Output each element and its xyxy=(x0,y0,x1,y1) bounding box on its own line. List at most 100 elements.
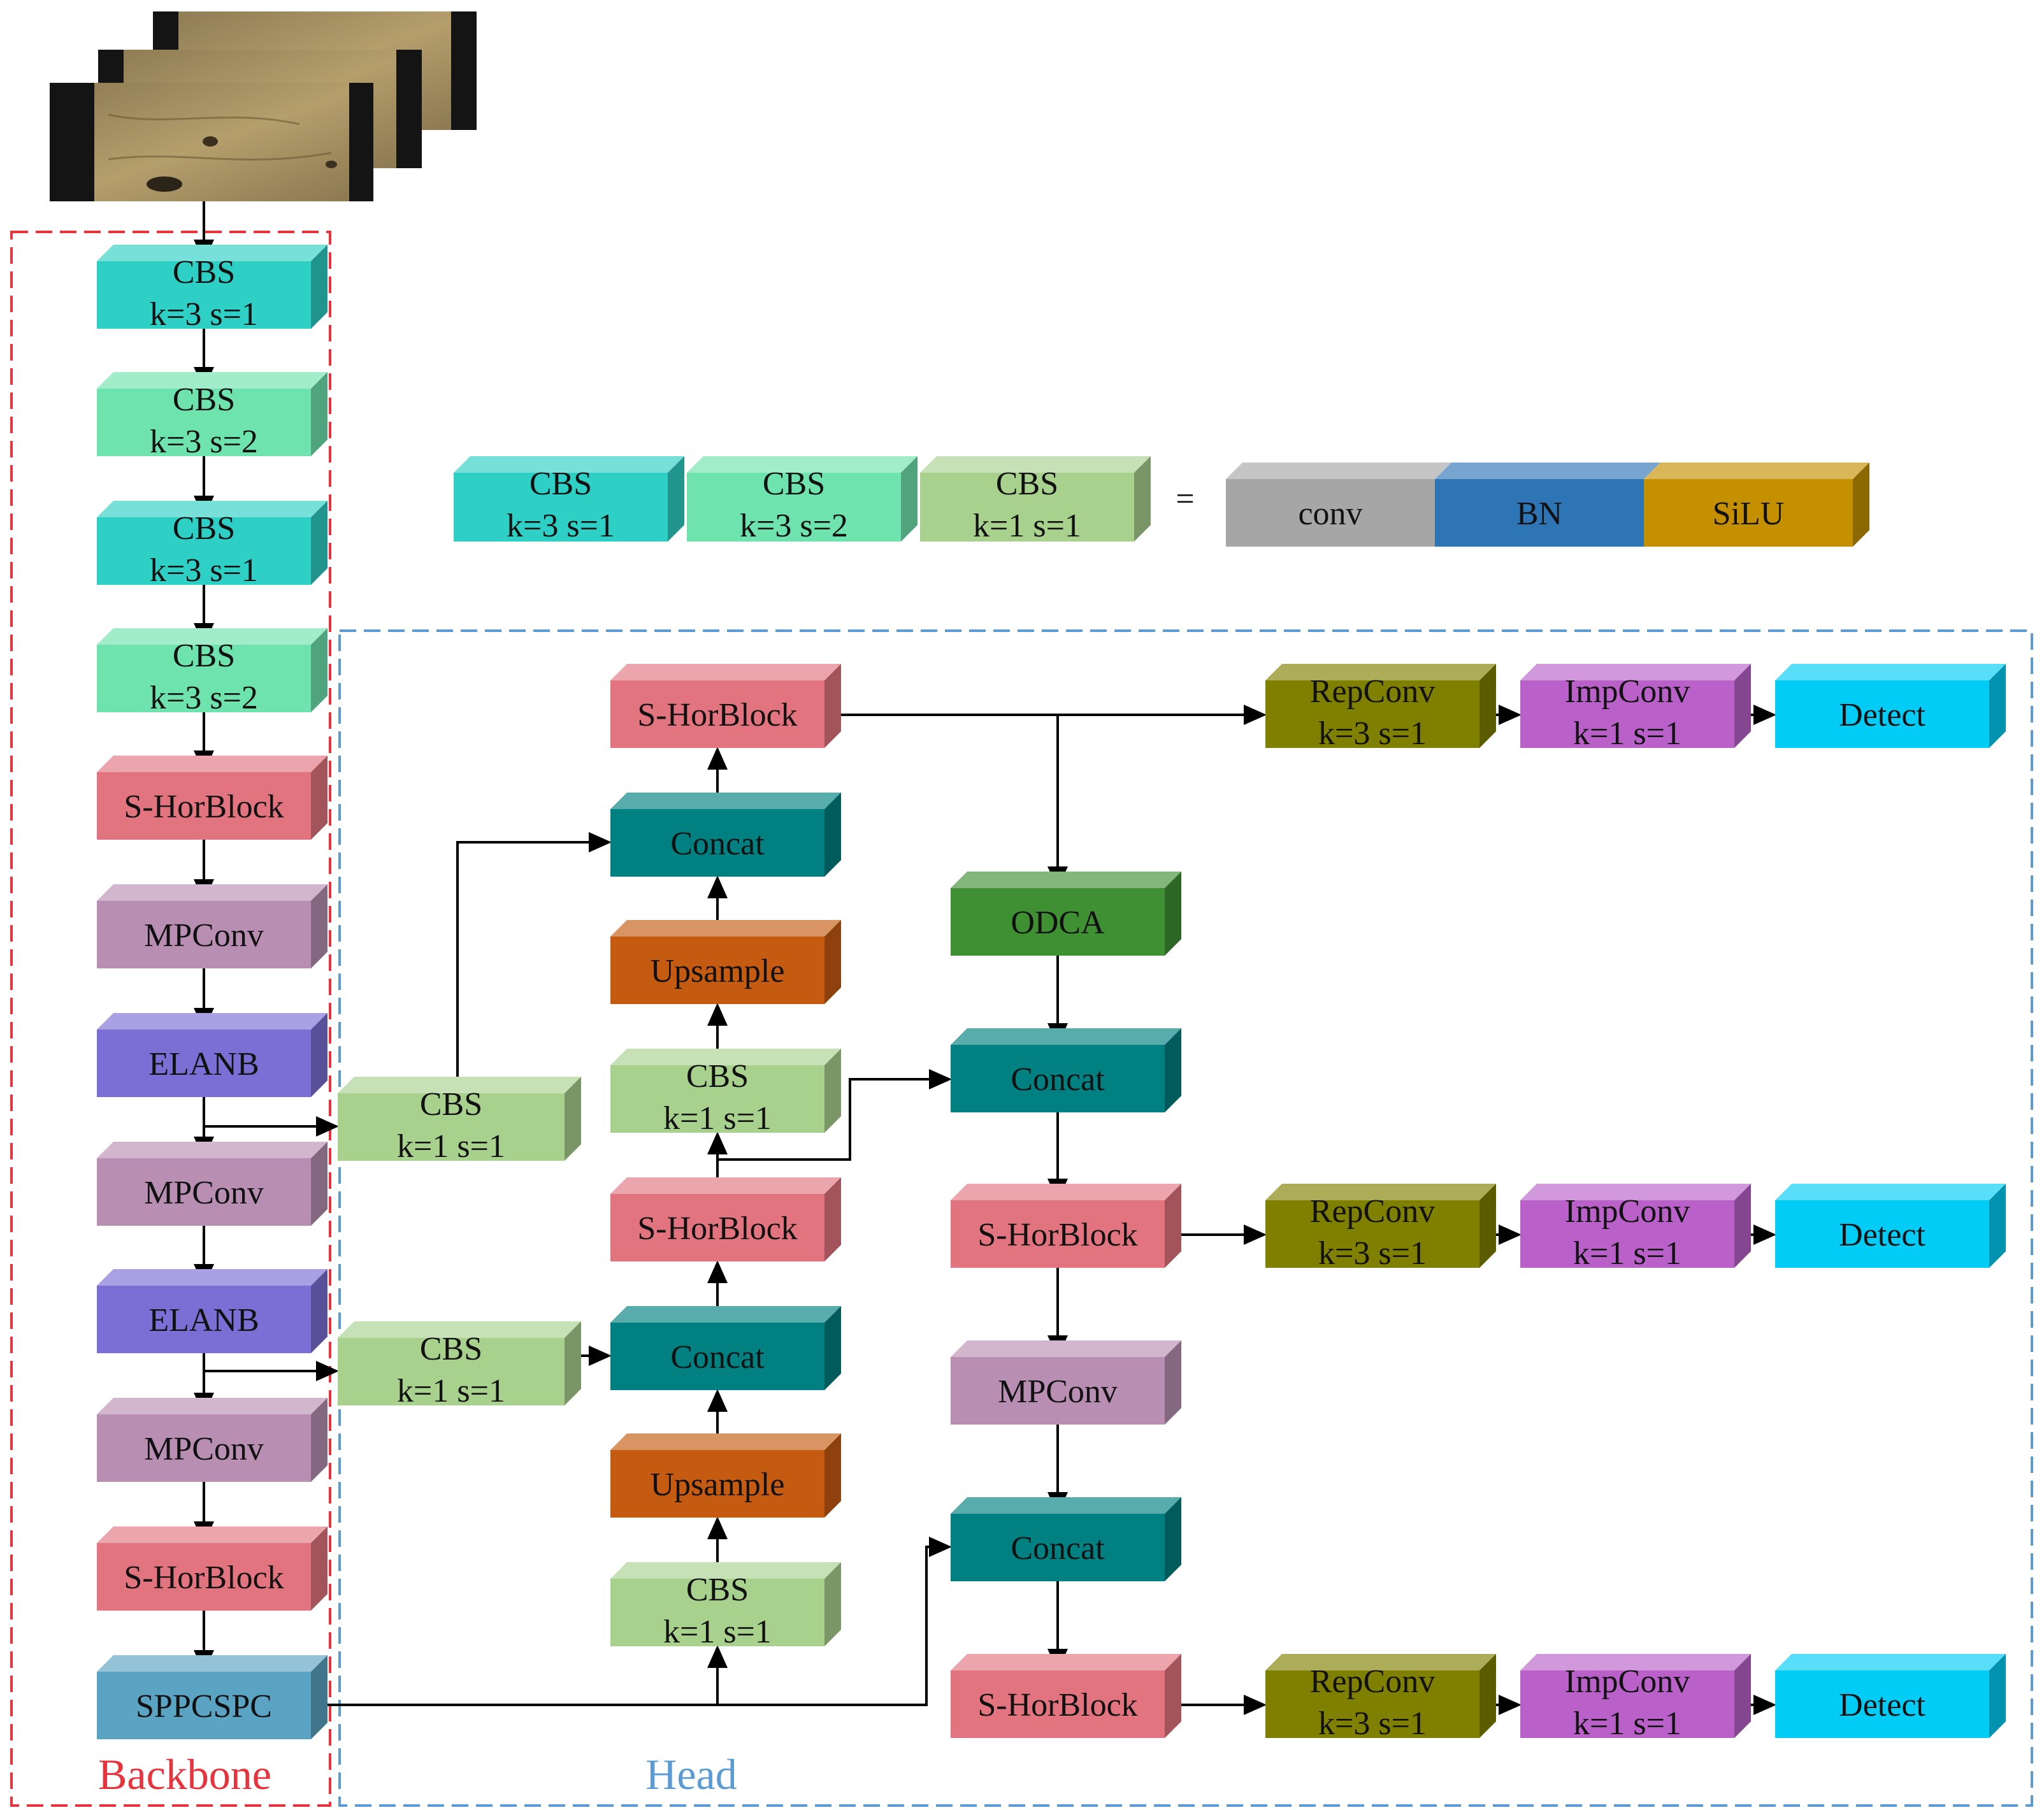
h-concat-1-label: Concat xyxy=(670,826,765,862)
o-imp-2-top-face xyxy=(1520,1184,1751,1200)
h-cbs-1-label-1: CBS xyxy=(686,1058,749,1095)
head-label: Head xyxy=(645,1750,737,1799)
h-concat-1-front-face xyxy=(610,809,824,877)
o-det-1-top-face xyxy=(1775,664,2006,680)
r-concat-2-front-face xyxy=(951,1514,1165,1581)
bb-elanb-2-label: ELANB xyxy=(148,1302,259,1339)
bb-hor-2-block: S-HorBlock xyxy=(97,1526,327,1611)
o-imp-2-front-face xyxy=(1520,1200,1734,1268)
leg-cbs1-side-face xyxy=(668,456,684,542)
leg-bn-block: BN xyxy=(1435,463,1660,547)
leg-cbs2-top-face xyxy=(687,456,918,473)
leg-bn-label: BN xyxy=(1516,496,1562,532)
bb-mp-2-front-face xyxy=(97,1158,311,1226)
h-concat-2-label: Concat xyxy=(670,1339,765,1375)
h-ups-1-front-face xyxy=(610,937,824,1004)
input-images xyxy=(50,11,477,201)
o-det-3-front-face xyxy=(1775,1670,1989,1738)
bb-cbs-2-label-1: CBS xyxy=(173,382,235,418)
r-mp-front-face xyxy=(951,1357,1165,1425)
leg-cbs1-top-face xyxy=(454,456,684,473)
bb-mp-1-front-face xyxy=(97,901,311,968)
h-hor-mid-side-face xyxy=(824,1177,841,1261)
leg-conv-block: conv xyxy=(1226,463,1451,547)
leg-cbs2-side-face xyxy=(901,456,918,542)
h-cbs-2-label-1: CBS xyxy=(686,1572,749,1608)
r-hor-2-side-face xyxy=(1165,1654,1181,1738)
h-hor-top-top-face xyxy=(610,664,841,680)
bb-cbs-4-label-2: k=3 s=2 xyxy=(150,680,258,716)
r-odca-block: ODCA xyxy=(951,872,1181,956)
o-rep-1-side-face xyxy=(1479,664,1496,748)
o-det-1-front-face xyxy=(1775,680,1989,748)
r-concat-2-label: Concat xyxy=(1011,1530,1105,1567)
leg-cbs3-label-1: CBS xyxy=(996,466,1058,502)
bb-cbs-1-side-face xyxy=(311,245,327,329)
lat-cbs-2-label-2: k=1 s=1 xyxy=(397,1373,505,1409)
r-concat-2-side-face xyxy=(1165,1497,1181,1581)
o-imp-1-block: ImpConv k=1 s=1 xyxy=(1520,664,1751,752)
leg-silu-top-face xyxy=(1644,463,1869,479)
bb-hor-1-top-face xyxy=(97,756,327,772)
bb-mp-3-top-face xyxy=(97,1398,327,1414)
h-concat-1-side-face xyxy=(824,793,841,877)
h-concat-2-block: Concat xyxy=(610,1306,841,1390)
o-det-2-block: Detect xyxy=(1775,1184,2006,1268)
r-odca-side-face xyxy=(1165,872,1181,956)
leg-cbs3-front-face xyxy=(920,473,1134,542)
bb-mp-3-block: MPConv xyxy=(97,1398,327,1482)
bb-cbs-4-top-face xyxy=(97,628,327,645)
o-imp-2-label-1: ImpConv xyxy=(1565,1193,1690,1230)
o-rep-3-label-1: RepConv xyxy=(1310,1663,1435,1700)
leg-silu-side-face xyxy=(1853,463,1869,547)
h-hor-mid-label: S-HorBlock xyxy=(637,1210,797,1247)
bb-elanb-2-block: ELANB xyxy=(97,1269,327,1353)
o-imp-3-label-2: k=1 s=1 xyxy=(1573,1706,1681,1742)
r-hor-1-label: S-HorBlock xyxy=(977,1217,1137,1253)
bb-cbs-3-label-2: k=3 s=1 xyxy=(150,552,258,589)
r-concat-1-label: Concat xyxy=(1011,1061,1105,1098)
leg-conv-label: conv xyxy=(1298,496,1362,532)
bb-mp-2-side-face xyxy=(311,1142,327,1226)
bb-elanb-2-side-face xyxy=(311,1269,327,1353)
o-det-2-side-face xyxy=(1989,1184,2006,1268)
bb-cbs-3-front-face xyxy=(97,517,311,585)
lat-cbs-1-label-1: CBS xyxy=(420,1086,482,1123)
r-odca-front-face xyxy=(951,888,1165,956)
backbone-label: Backbone xyxy=(98,1750,271,1799)
o-imp-1-label-1: ImpConv xyxy=(1565,673,1690,710)
bb-mp-3-label: MPConv xyxy=(144,1431,264,1467)
o-imp-1-label-2: k=1 s=1 xyxy=(1573,715,1681,752)
h-cbs-2-side-face xyxy=(824,1562,841,1646)
leg-cbs1-label-1: CBS xyxy=(529,466,592,502)
h-concat-1-top-face xyxy=(610,793,841,809)
o-rep-3-front-face xyxy=(1265,1670,1479,1738)
o-imp-2-side-face xyxy=(1734,1184,1751,1268)
h-ups-2-block: Upsample xyxy=(610,1433,841,1518)
bb-hor-2-top-face xyxy=(97,1526,327,1543)
bb-cbs-2-front-face xyxy=(97,389,311,456)
lat-cbs-2-top-face xyxy=(338,1321,581,1338)
h-cbs-2-top-face xyxy=(610,1562,841,1579)
r-hor-1-side-face xyxy=(1165,1184,1181,1268)
h-ups-2-label: Upsample xyxy=(651,1467,785,1503)
bb-mp-1-label: MPConv xyxy=(144,917,264,954)
r-hor-1-top-face xyxy=(951,1184,1181,1200)
bb-hor-2-front-face xyxy=(97,1543,311,1611)
r-odca-top-face xyxy=(951,872,1181,888)
leg-cbs2-label-1: CBS xyxy=(763,466,825,502)
bb-mp-2-label: MPConv xyxy=(144,1175,264,1211)
leg-conv-front-face xyxy=(1226,479,1435,547)
o-rep-1-label-2: k=3 s=1 xyxy=(1318,715,1427,752)
bb-mp-3-front-face xyxy=(97,1414,311,1482)
h-ups-1-block: Upsample xyxy=(610,920,841,1004)
leg-silu-label: SiLU xyxy=(1713,496,1785,532)
h-ups-1-label: Upsample xyxy=(651,953,785,989)
